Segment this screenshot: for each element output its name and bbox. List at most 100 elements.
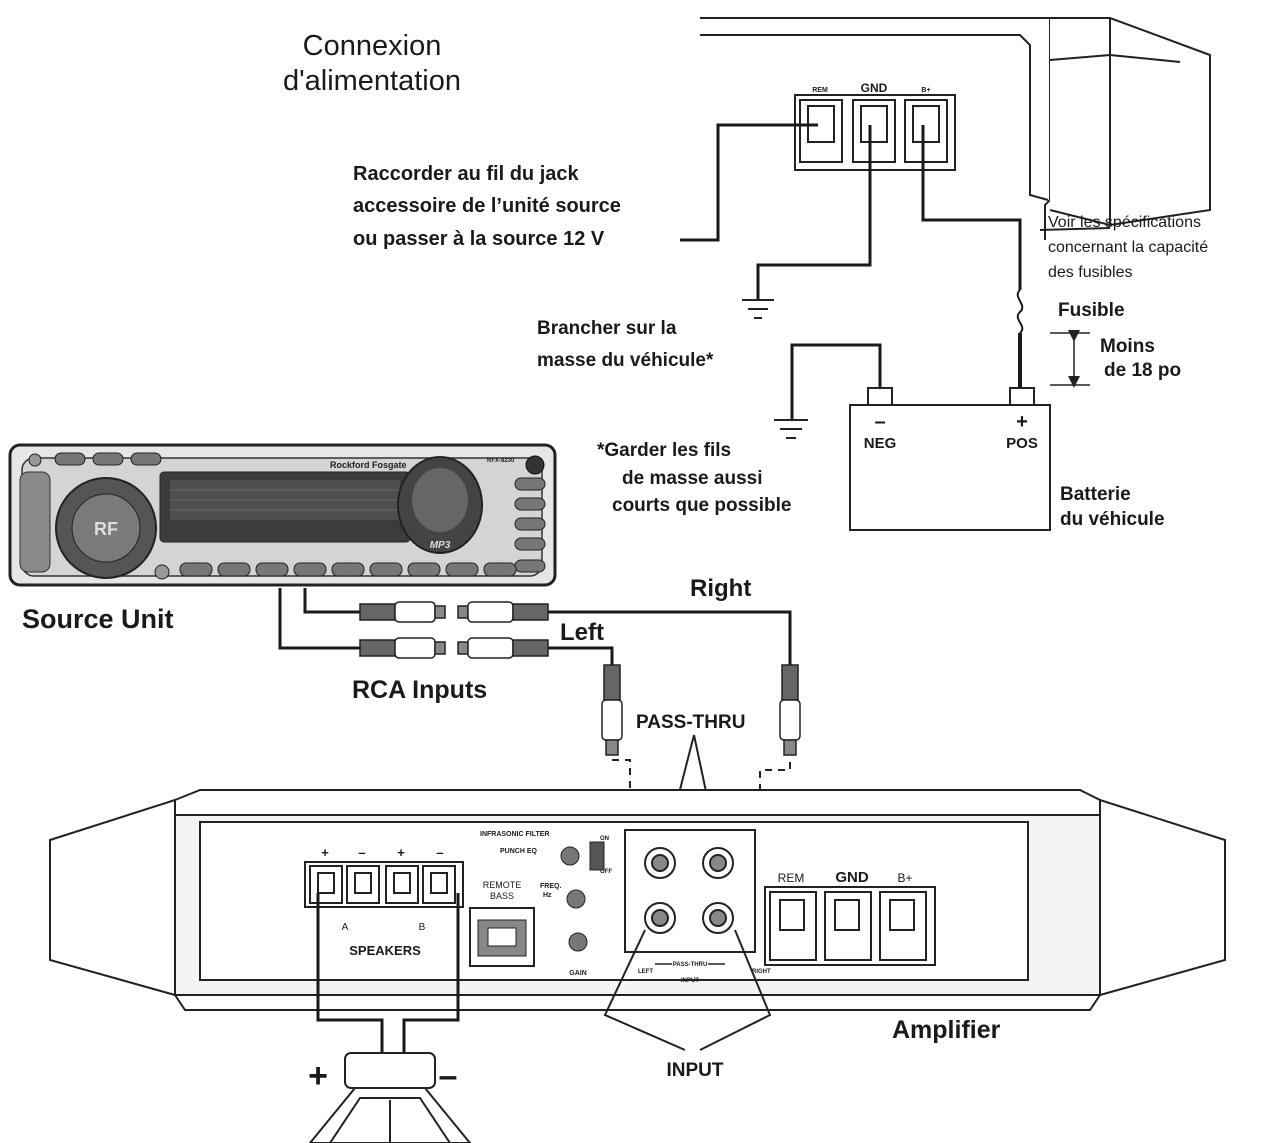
- diagram-title: Connexion d'alimentation: [283, 30, 461, 97]
- battery-neg-label: NEG: [864, 435, 897, 452]
- amplifier-label: Amplifier: [892, 1016, 1001, 1044]
- left-input-wire: [548, 646, 614, 665]
- battery-pos-label: POS: [1006, 435, 1038, 452]
- top-rem-label: REM: [812, 87, 828, 94]
- battery-pos-post: [1009, 387, 1035, 406]
- input-label: INPUT: [667, 1060, 724, 1081]
- speaker-sign: –: [436, 845, 443, 860]
- power-wires: [680, 123, 1024, 420]
- distance-note: Moins de 18 po: [1100, 336, 1181, 381]
- top-terminal-block: REM GND B+: [799, 81, 948, 163]
- right-output-wire: [303, 588, 360, 614]
- distance-indicator: [1050, 330, 1090, 388]
- battery-neg-post: [867, 387, 893, 406]
- remote-note-line: ou passer à la source 12 V: [353, 228, 605, 250]
- amp-controls: INFRASONIC FILTER ON OFF PUNCH EQ FREQ. …: [480, 831, 612, 977]
- speaker-wires: [316, 893, 460, 1055]
- speaker-plus: +: [308, 1057, 328, 1095]
- ground-note-line: masse du véhicule*: [537, 350, 714, 371]
- fuse-symbol: [1016, 289, 1024, 334]
- rca-cables: [278, 588, 792, 665]
- short-note-line: de masse aussi: [622, 468, 762, 489]
- amp-bplus-label: B+: [897, 871, 912, 885]
- short-note-line: courts que possible: [612, 495, 791, 516]
- jack-left-label: LEFT: [638, 969, 653, 975]
- speaker-terminals: + – + – A B SPEAKERS: [304, 845, 464, 958]
- ground-note-line: Brancher sur la: [537, 318, 677, 339]
- source-unit-label: Source Unit: [22, 604, 174, 634]
- freq-knob: [566, 889, 586, 909]
- ground-symbol-1: [742, 299, 774, 319]
- fuse-note-line: des fusibles: [1048, 264, 1133, 281]
- fuse-label: Fusible: [1058, 300, 1125, 321]
- speaker: [308, 1052, 472, 1143]
- top-buttons: [54, 452, 162, 466]
- battery: – NEG + POS: [849, 387, 1051, 531]
- punch-eq-label: PUNCH EQ: [500, 848, 538, 855]
- ground-symbol-2: [774, 419, 808, 439]
- ground-note: Brancher sur la masse du véhicule*: [537, 318, 714, 371]
- short-note-line: *Garder les fils: [597, 440, 731, 461]
- distance-line: de 18 po: [1104, 360, 1181, 381]
- rca-inputs-label: RCA Inputs: [352, 676, 487, 704]
- model-label: RFX-8230: [487, 458, 515, 464]
- fuse-note-line: concernant la capacité: [1048, 239, 1208, 256]
- freq-hz-label: Hz: [543, 892, 552, 899]
- remote-note-line: Raccorder au fil du jack: [353, 163, 580, 185]
- fuse-note-line: Voir les spécifications: [1048, 214, 1201, 231]
- title-line2: d'alimentation: [283, 65, 461, 97]
- fuse-note: Voir les spécifications concernant la ca…: [1048, 214, 1208, 281]
- right-input-wire: [548, 610, 792, 665]
- positive-wire: [921, 125, 1022, 290]
- battery-label-line: Batterie: [1060, 484, 1131, 505]
- amp-gnd-label: GND: [835, 869, 869, 886]
- freq-label: FREQ.: [540, 883, 561, 890]
- amplifier-top-view: [700, 17, 1211, 240]
- speaker-sign: +: [397, 845, 405, 860]
- gain-knob: [568, 932, 588, 952]
- svg-text:RF: RF: [94, 519, 118, 539]
- jack-right-label: RIGHT: [752, 969, 771, 975]
- infrasonic-label: INFRASONIC FILTER: [480, 831, 549, 838]
- side-buttons: [514, 477, 546, 573]
- channel-b: B: [419, 922, 426, 933]
- speaker-minus: –: [439, 1057, 458, 1095]
- battery-label: Batterie du véhicule: [1060, 484, 1165, 530]
- rca-connectors: [359, 601, 801, 756]
- source-unit: RF Rockford Fosgate MP3 RFX-8230: [8, 443, 557, 587]
- punch-eq-knob: [560, 846, 580, 866]
- title-line1: Connexion: [303, 30, 442, 62]
- amp-power-terminals: REM GND B+: [764, 869, 936, 966]
- gain-label: GAIN: [569, 970, 587, 977]
- battery-label-line: du véhicule: [1060, 509, 1165, 530]
- battery-ground-wire: [790, 343, 882, 420]
- remote-note: Raccorder au fil du jack accessoire de l…: [353, 163, 621, 250]
- speaker-sign: –: [358, 845, 365, 860]
- left-output-wire: [278, 588, 360, 650]
- legend-input: INPUT: [681, 978, 699, 984]
- left-label: Left: [560, 619, 604, 646]
- brand-logo: Rockford Fosgate: [330, 460, 407, 470]
- right-label: Right: [690, 575, 751, 602]
- distance-line: Moins: [1100, 336, 1155, 357]
- legend-pass-thru: PASS-THRU: [673, 962, 708, 968]
- top-gnd-label: GND: [861, 81, 888, 95]
- input-pointers: [603, 929, 772, 1051]
- amp-rem-label: REM: [778, 871, 805, 885]
- rca-jack-panel: LEFT RIGHT PASS-THRU INPUT: [624, 829, 771, 984]
- remote-note-line: accessoire de l’unité source: [353, 195, 621, 217]
- speaker-sign: +: [321, 845, 329, 860]
- switch-off-label: OFF: [600, 869, 612, 875]
- remote-wire: [680, 123, 818, 242]
- pass-thru-label: PASS-THRU: [636, 712, 745, 733]
- short-wire-note: *Garder les fils de masse aussi courts q…: [597, 440, 791, 516]
- power-knob: [525, 455, 545, 475]
- speakers-label: SPEAKERS: [349, 943, 421, 958]
- remote-bass-port: REMOTE BASS: [469, 880, 535, 967]
- remote-bass-line: REMOTE: [483, 880, 522, 890]
- battery-neg-sign: –: [874, 411, 885, 433]
- top-bplus-label: B+: [921, 87, 930, 94]
- mp3-badge: MP3: [430, 540, 451, 551]
- infrasonic-switch: [589, 841, 605, 871]
